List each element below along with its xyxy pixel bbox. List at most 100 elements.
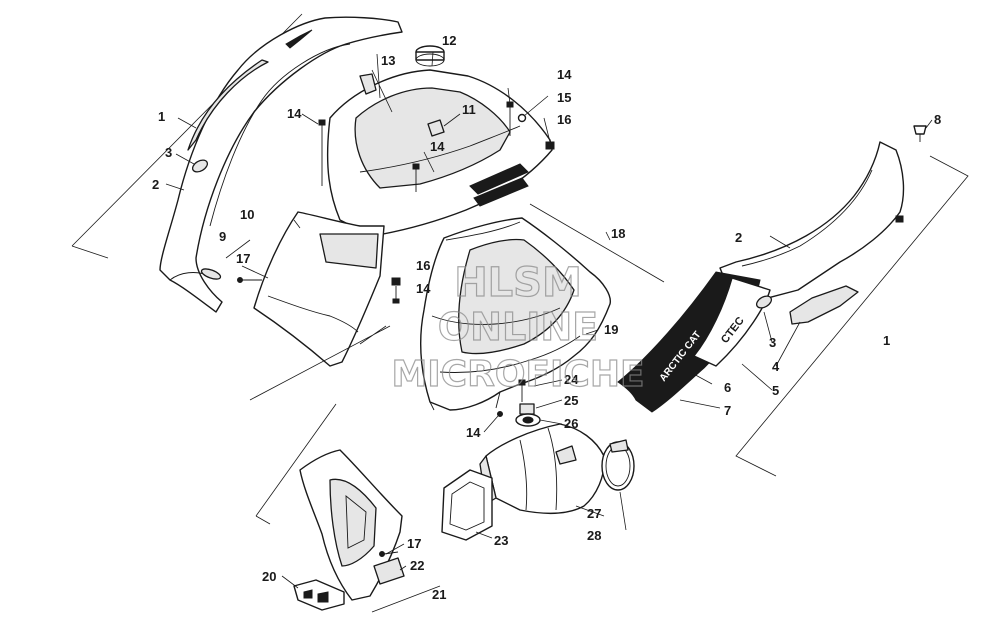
screw-17-b-head — [379, 551, 385, 557]
hose-clamp-28-screw — [609, 439, 629, 453]
callout-2-left: 2 — [152, 177, 159, 192]
left-side-panel-crease — [209, 43, 351, 227]
clip-13 — [359, 73, 377, 95]
nut-16-b — [391, 277, 401, 286]
left-grommet-9 — [200, 268, 222, 280]
callout-labels: 1 2 3 2 9 10 17 13 12 14 11 14 14 15 16 … — [152, 33, 941, 602]
callout-25: 25 — [564, 393, 578, 408]
callout-21: 21 — [432, 587, 446, 602]
callout-19: 19 — [604, 322, 618, 337]
emblem-20-detail — [303, 589, 329, 603]
right-trim-4 — [789, 285, 859, 325]
left-decal-3 — [191, 159, 209, 173]
push-rivet-8 — [913, 125, 927, 135]
callout-1-left: 1 — [158, 109, 165, 124]
callout-11: 11 — [462, 102, 476, 117]
intake-box-edges — [431, 221, 561, 325]
lower-scoop-opening — [329, 478, 377, 567]
nose-crease — [267, 295, 359, 333]
intake-box-inner — [458, 238, 575, 355]
callout-10: 10 — [240, 207, 254, 222]
hood-inner-cavity — [354, 87, 511, 189]
right-side-panel-crease — [741, 169, 873, 267]
callout-13: 13 — [381, 53, 395, 68]
callout-4: 4 — [772, 359, 780, 374]
gasket-23-inner — [449, 481, 485, 531]
callout-8: 8 — [934, 112, 941, 127]
left-side-panel-group — [71, 13, 403, 313]
bolt-14-d-head — [392, 298, 400, 304]
callout-14-lower: 14 — [466, 425, 481, 440]
callout-1-right: 1 — [883, 333, 890, 348]
callout-14-left: 14 — [287, 106, 302, 121]
fuel-cap-12-base — [415, 53, 445, 67]
callout-6: 6 — [724, 380, 731, 395]
intake-duct-group — [441, 423, 635, 541]
callout-3-right: 3 — [769, 335, 776, 350]
left-panel-leaders — [165, 117, 251, 259]
callout-23: 23 — [494, 533, 508, 548]
air-intake-group — [419, 203, 665, 433]
scoop-bracket — [255, 403, 441, 613]
callout-22: 22 — [410, 558, 424, 573]
fuel-cap-12-body — [415, 51, 445, 61]
callout-24: 24 — [564, 372, 579, 387]
callout-26: 26 — [564, 416, 578, 431]
intake-boot-27 — [485, 423, 605, 514]
callout-16-mid: 16 — [416, 258, 430, 273]
watermark: HLSM ONLINE MICROFICHE — [391, 259, 645, 395]
callout-2-right: 2 — [735, 230, 742, 245]
latch-11 — [427, 119, 445, 137]
hood-group — [237, 45, 555, 401]
hood-vent-slot-1 — [469, 163, 529, 195]
intake-leaders — [483, 329, 599, 433]
hood-crease-1 — [359, 125, 521, 173]
callout-17-top: 17 — [236, 251, 250, 266]
bracket-25 — [519, 403, 535, 415]
callout-17-bottom: 17 — [407, 536, 421, 551]
intake-boot-tab — [555, 445, 577, 465]
intake-bracket — [529, 203, 665, 283]
scoop-leaders — [281, 543, 407, 589]
hood-vent-slot-2 — [473, 177, 529, 207]
callout-27: 27 — [587, 506, 601, 521]
duct-leaders — [475, 491, 627, 539]
callout-20: 20 — [262, 569, 276, 584]
nut-16-a — [545, 141, 555, 150]
screw-24-head — [518, 379, 526, 386]
bolt-14-a-head — [318, 119, 326, 126]
nose-inner-face — [319, 233, 379, 269]
callout-5: 5 — [772, 383, 779, 398]
hood-bracket — [249, 325, 391, 401]
callout-12: 12 — [442, 33, 456, 48]
lower-scoop-group — [255, 403, 441, 613]
intake-boot-ribs — [519, 427, 558, 511]
watermark-line-3: MICROFICHE — [391, 354, 644, 395]
callout-28: 28 — [587, 528, 601, 543]
lower-scoop-grille — [345, 495, 367, 549]
left-side-panel-inner-trim — [187, 59, 269, 151]
callout-9: 9 — [219, 229, 226, 244]
bolt-14-c-head — [412, 163, 420, 170]
screw-14-e — [497, 411, 503, 417]
intake-box-lower — [439, 335, 581, 373]
callout-14-center: 14 — [430, 139, 445, 154]
callout-7: 7 — [724, 403, 731, 418]
right-panel-fastener — [895, 215, 904, 223]
right-panel-leaders — [679, 119, 933, 409]
gasket-23 — [441, 469, 493, 541]
grommet-26-hole — [522, 416, 534, 424]
watermark-line-2: ONLINE — [438, 305, 598, 349]
callout-14-top-right: 14 — [557, 67, 572, 82]
callout-3-left: 3 — [165, 145, 172, 160]
callout-16-top: 16 — [557, 112, 571, 127]
callout-18: 18 — [611, 226, 625, 241]
right-side-panel — [719, 141, 905, 301]
callout-15: 15 — [557, 90, 571, 105]
right-decal-3 — [755, 295, 773, 309]
left-side-panel-vent — [285, 29, 313, 49]
watermark-line-1: HLSM — [454, 260, 582, 306]
callout-14-mid: 14 — [416, 281, 431, 296]
